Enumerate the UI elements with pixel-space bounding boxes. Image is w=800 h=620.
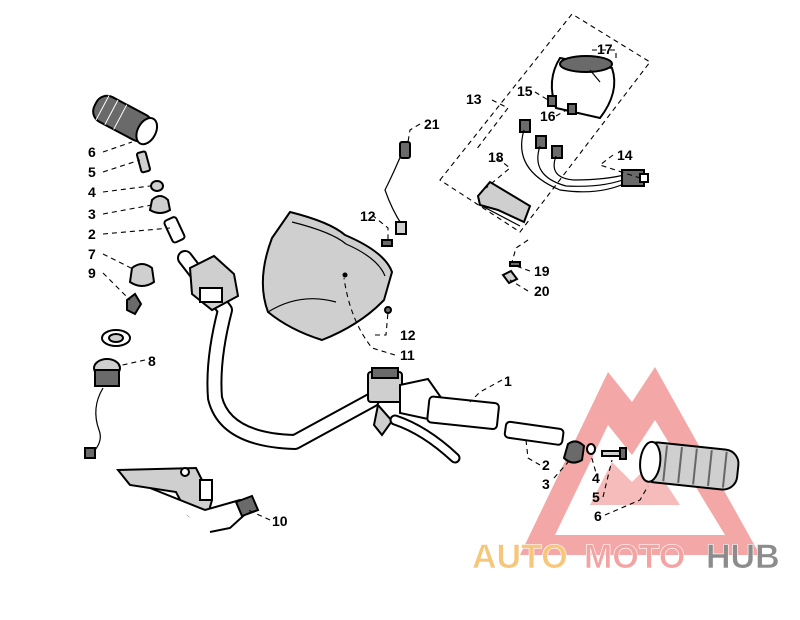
gauge-bracket — [476, 180, 532, 227]
callout-labels: 1 2 3 4 5 6 7 8 9 10 11 12 12 13 14 15 1… — [88, 41, 633, 529]
grip-insert-right — [503, 420, 565, 446]
callout-6-left: 6 — [88, 144, 96, 160]
watermark-wordmark: AUTO MOTO HUB — [472, 538, 780, 577]
handlebar-cover — [261, 210, 394, 342]
callout-14: 14 — [617, 147, 633, 163]
left-hand-grip — [92, 94, 159, 146]
callout-5-left: 5 — [88, 164, 96, 180]
right-grip-parts — [426, 395, 740, 491]
mounting-bracket — [115, 466, 260, 533]
callout-6-right: 6 — [594, 508, 602, 524]
grip-insert-left — [163, 216, 186, 244]
callout-4-left: 4 — [88, 184, 96, 200]
grip-screw-right — [601, 447, 627, 460]
bulb-sockets — [519, 95, 577, 159]
callout-3-left: 3 — [88, 206, 96, 222]
grip-end-cap-right — [562, 440, 586, 464]
bracket-fasteners — [501, 261, 521, 285]
callout-20: 20 — [534, 283, 550, 299]
leader-lines — [102, 49, 649, 521]
callout-21: 21 — [424, 116, 440, 132]
left-switch-housing — [188, 254, 240, 312]
handlebar — [177, 250, 380, 450]
callout-2-right: 2 — [542, 457, 550, 473]
grip-end-cap-left — [148, 195, 172, 214]
right-hand-grip — [639, 440, 740, 491]
grip-washer-left — [150, 180, 164, 192]
speedometer-gauge — [550, 55, 616, 120]
callout-12-lower: 12 — [400, 327, 416, 343]
callout-16: 16 — [540, 108, 556, 124]
callout-13: 13 — [466, 91, 482, 107]
watermark-moto: MOTO — [584, 538, 685, 576]
callout-2-left: 2 — [88, 226, 96, 242]
callout-19: 19 — [534, 263, 550, 279]
callout-9: 9 — [88, 265, 96, 281]
speedometer-cable — [384, 141, 411, 235]
grip-screw-left — [135, 150, 151, 174]
speedometer-assembly — [439, 13, 651, 233]
callout-11: 11 — [400, 347, 415, 363]
callout-10: 10 — [272, 513, 288, 529]
callout-18: 18 — [488, 149, 504, 165]
grip-washer-right — [586, 443, 596, 455]
callout-1: 1 — [504, 373, 512, 389]
callout-3-right: 3 — [542, 476, 550, 492]
ignition-switch-parts — [84, 263, 156, 459]
callout-5-right: 5 — [592, 489, 600, 505]
callout-17: 17 — [597, 41, 613, 57]
callout-15: 15 — [517, 83, 533, 99]
throttle-tube — [426, 395, 500, 430]
left-grip-parts — [92, 94, 186, 244]
watermark-auto: AUTO — [472, 538, 568, 576]
callout-12-upper: 12 — [360, 208, 376, 224]
callout-7: 7 — [88, 246, 96, 262]
watermark-hub: HUB — [706, 538, 780, 576]
ignition-switch — [84, 358, 121, 459]
callout-8: 8 — [148, 353, 156, 369]
callout-4-right: 4 — [592, 470, 600, 486]
cover-screw-upper — [381, 239, 393, 247]
